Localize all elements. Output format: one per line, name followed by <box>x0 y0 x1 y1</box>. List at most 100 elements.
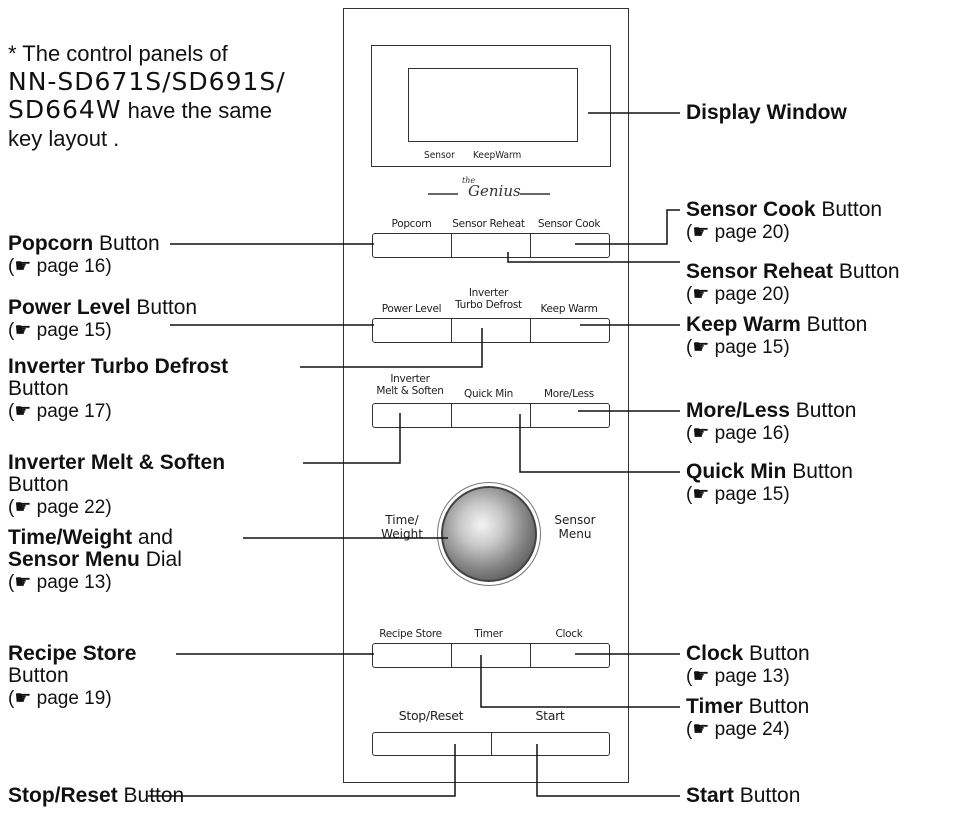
note-line-4: key layout . <box>8 126 120 151</box>
callout-recipe-store: Recipe Store Button (☛ page 19) <box>8 643 136 710</box>
callout-melt-soften-page: (☛ page 22) <box>8 497 112 518</box>
callout-quick-min-name: Quick Min <box>686 460 787 483</box>
recipe-store-button[interactable] <box>373 644 452 667</box>
leader-timer <box>480 655 680 708</box>
callout-dial-name2: Sensor Menu <box>8 548 140 571</box>
time-weight-sensor-menu-dial[interactable] <box>441 486 537 582</box>
clock-key-label: Clock <box>555 628 583 640</box>
callout-melt-soften: Inverter Melt & Soften Button (☛ page 22… <box>8 452 225 519</box>
button-row-2 <box>372 318 610 343</box>
callout-dial-suffix: Dial <box>139 548 182 571</box>
callout-sensor-reheat-name: Sensor Reheat <box>686 260 834 283</box>
display-window-frame <box>371 45 611 167</box>
callout-turbo-defrost: Inverter Turbo Defrost Button (☛ page 17… <box>8 356 228 423</box>
genius-logo-prefix: the <box>462 176 476 185</box>
callout-dial: Time/Weight and Sensor Menu Dial (☛ page… <box>8 527 182 594</box>
control-panel <box>343 8 629 783</box>
genius-logo-art <box>428 193 550 195</box>
quick-min-button[interactable] <box>452 404 531 427</box>
callout-quick-min-page: (☛ page 15) <box>686 484 790 505</box>
leader-sensor-cook <box>575 209 680 245</box>
callout-turbo-defrost-page: (☛ page 17) <box>8 401 112 422</box>
callout-clock-suffix: Button <box>743 642 810 665</box>
callout-sensor-reheat-suffix: Button <box>833 260 900 283</box>
callout-melt-soften-line2: Button <box>8 473 69 496</box>
callout-timer: Timer Button (☛ page 24) <box>686 696 809 741</box>
callout-turbo-defrost-name: Inverter Turbo Defrost <box>8 355 229 378</box>
leader-start <box>536 744 680 797</box>
callout-quick-min: Quick Min Button (☛ page 15) <box>686 461 853 506</box>
quick-min-key-label: Quick Min <box>464 388 513 400</box>
button-row-5 <box>372 732 610 756</box>
sensor-cook-key-label: Sensor Cook <box>537 218 601 230</box>
note-line-1: * The control panels of <box>8 41 228 66</box>
leader-quick-min <box>519 414 680 473</box>
callout-start-name: Start <box>686 784 734 807</box>
popcorn-key-label: Popcorn <box>391 218 432 230</box>
note-line-2: NN-SD671S/SD691S/ <box>8 67 286 96</box>
callout-keep-warm-suffix: Button <box>800 313 868 336</box>
power-level-key-label: Power Level <box>381 303 442 315</box>
sensor-reheat-key-label: Sensor Reheat <box>452 218 525 230</box>
model-note: * The control panels of NN-SD671S/SD691S… <box>8 40 328 153</box>
inverter-key-label-1: Inverter <box>468 287 509 299</box>
leader-melt-soften <box>303 413 401 464</box>
callout-more-less-page: (☛ page 16) <box>686 423 790 444</box>
turbo-defrost-button[interactable] <box>452 319 531 342</box>
inverter-key-label-2: Inverter <box>390 373 430 385</box>
keep-warm-key-label: Keep Warm <box>540 303 598 315</box>
note-line-3: have the same <box>121 98 272 123</box>
callout-recipe-store-line2: Button <box>8 664 69 687</box>
callout-display-window: Display Window <box>686 102 847 124</box>
callout-power-level-suffix: Button <box>130 296 198 319</box>
callout-display-window-name: Display Window <box>686 101 847 124</box>
callout-sensor-cook-suffix: Button <box>815 198 883 221</box>
callout-more-less-name: More/Less <box>686 399 790 422</box>
callout-popcorn-name: Popcorn <box>8 232 94 255</box>
dial-left-label-1: Time/ <box>385 513 419 527</box>
callout-clock: Clock Button (☛ page 13) <box>686 643 810 688</box>
callout-popcorn-suffix: Button <box>93 232 160 255</box>
callout-melt-soften-name: Inverter Melt & Soften <box>8 451 226 474</box>
melt-soften-key-label: Melt & Soften <box>376 385 444 397</box>
callout-timer-name: Timer <box>686 695 743 718</box>
callout-recipe-store-page: (☛ page 19) <box>8 688 112 709</box>
more-less-key-label: More/Less <box>544 388 594 400</box>
callout-stop-reset: Stop/Reset Button <box>8 785 184 807</box>
button-row-1 <box>372 233 610 258</box>
callout-dial-name1: Time/Weight <box>8 526 133 549</box>
callout-more-less: More/Less Button (☛ page 16) <box>686 400 856 445</box>
callout-sensor-cook-page: (☛ page 20) <box>686 222 790 243</box>
leader-stop-reset <box>148 744 456 797</box>
timer-key-label: Timer <box>474 628 503 640</box>
melt-soften-button[interactable] <box>373 404 452 427</box>
callout-timer-suffix: Button <box>742 695 810 718</box>
callout-clock-name: Clock <box>686 642 744 665</box>
callout-clock-page: (☛ page 13) <box>686 666 790 687</box>
leader-sensor-reheat <box>507 252 680 263</box>
start-key-label: Start <box>535 708 565 723</box>
display-sensor-label: Sensor <box>424 150 455 161</box>
callout-sensor-cook-name: Sensor Cook <box>686 198 816 221</box>
popcorn-button[interactable] <box>373 234 452 257</box>
timer-button[interactable] <box>452 644 531 667</box>
callout-power-level-page: (☛ page 15) <box>8 320 112 341</box>
dial-rim <box>437 482 541 586</box>
callout-power-level: Power Level Button (☛ page 15) <box>8 297 197 342</box>
callout-sensor-cook: Sensor Cook Button (☛ page 20) <box>686 199 882 244</box>
turbo-defrost-key-label: Turbo Defrost <box>455 299 522 311</box>
display-window <box>408 68 578 142</box>
power-level-button[interactable] <box>373 319 452 342</box>
callout-turbo-defrost-line2: Button <box>8 377 69 400</box>
stop-reset-button[interactable] <box>373 733 492 755</box>
callout-quick-min-suffix: Button <box>786 460 853 483</box>
callout-start: Start Button <box>686 785 800 807</box>
callout-power-level-name: Power Level <box>8 296 131 319</box>
callout-sensor-reheat-page: (☛ page 20) <box>686 284 790 305</box>
callout-stop-reset-name: Stop/Reset <box>8 784 118 807</box>
callout-dial-and: and <box>132 526 173 549</box>
callout-dial-page: (☛ page 13) <box>8 572 112 593</box>
callout-popcorn-page: (☛ page 16) <box>8 256 112 277</box>
callout-start-suffix: Button <box>733 784 801 807</box>
sensor-reheat-button[interactable] <box>452 234 531 257</box>
